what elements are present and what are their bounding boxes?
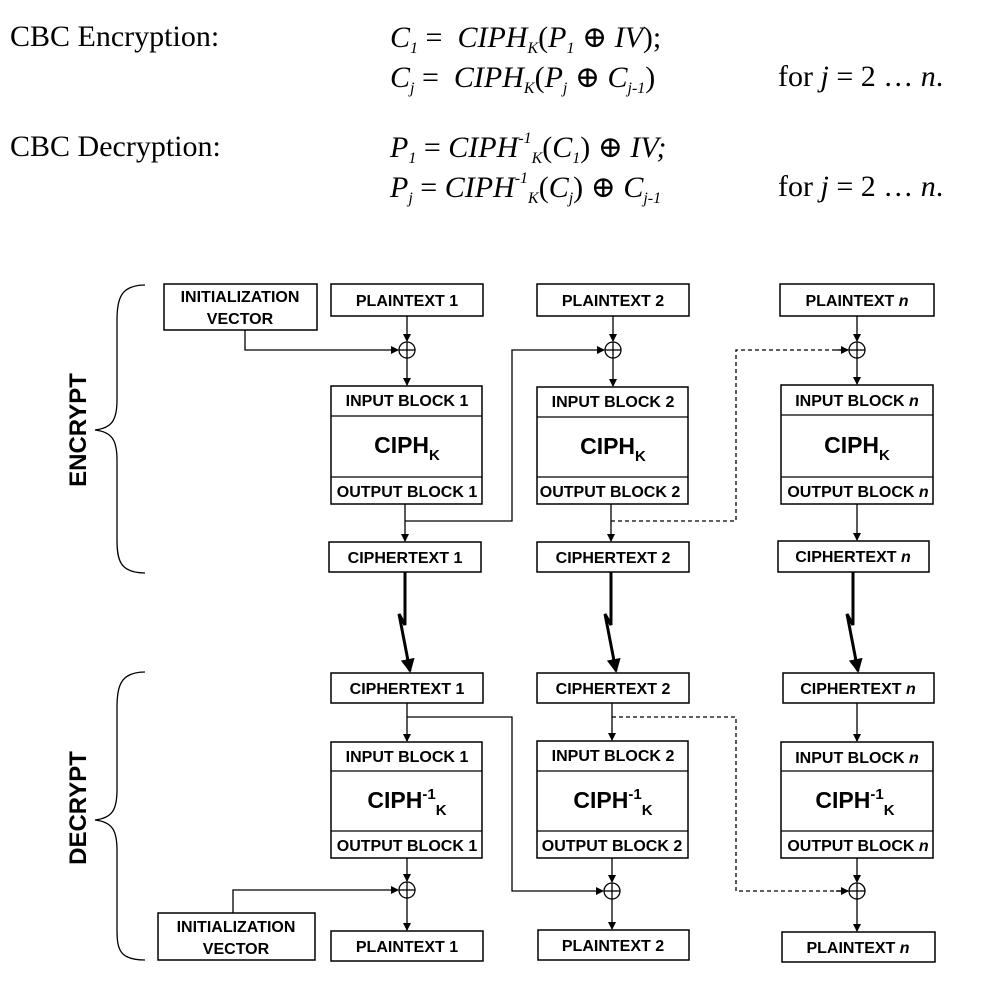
- ciphertext-2-encrypt: CIPHERTEXT 2: [556, 550, 671, 567]
- iv-box-encrypt: [163, 283, 318, 331]
- ciphertext-2-box-encrypt: [536, 541, 690, 573]
- chain-dec-1-2: [407, 716, 604, 895]
- iv-box-decrypt: [157, 912, 316, 961]
- encrypt-brace: [94, 284, 146, 574]
- transmit-arrow-n: [845, 572, 863, 673]
- svg-text:CIPH-1K: CIPH-1K: [573, 786, 652, 819]
- svg-text:INPUT BLOCK 1: INPUT BLOCK 1: [346, 393, 469, 410]
- iv-encrypt-line1: INITIALIZATION: [181, 289, 300, 306]
- encryption-formula-1: C1 = CIPHK(P1 ⊕ IV);: [390, 21, 662, 57]
- svg-text:OUTPUT BLOCK 1: OUTPUT BLOCK 1: [337, 838, 478, 855]
- ciphertext-1-box-encrypt: [328, 541, 482, 573]
- cbc-decryption-label: CBC Decryption:: [10, 130, 221, 163]
- svg-text:CIPHK: CIPHK: [580, 433, 646, 465]
- xor-decrypt-1: [398, 881, 416, 899]
- xor-decrypt-2: [603, 882, 621, 900]
- chain-dec-2-n: [612, 716, 848, 892]
- cipher-block-encrypt-2: INPUT BLOCK 2 CIPHK OUTPUT BLOCK 2: [536, 386, 689, 505]
- plaintext-1-encrypt: PLAINTEXT 1: [356, 293, 458, 310]
- plaintext-1-box-decrypt: [330, 930, 484, 962]
- plaintext-1-decrypt: PLAINTEXT 1: [356, 939, 458, 956]
- arrow-iv-xor1: [244, 330, 399, 354]
- cbc-encryption-label: CBC Encryption:: [10, 20, 220, 53]
- chain-enc-2-n: [611, 349, 848, 522]
- svg-text:INPUT BLOCK n: INPUT BLOCK n: [795, 750, 919, 767]
- ciphertext-n-decrypt: CIPHERTEXT n: [800, 681, 916, 698]
- cipher-block-decrypt-n: INPUT BLOCK n CIPH-1K OUTPUT BLOCK n: [780, 741, 934, 859]
- svg-text:OUTPUT BLOCK 2: OUTPUT BLOCK 2: [540, 484, 681, 501]
- ciphertext-n-box-encrypt: [777, 540, 930, 573]
- svg-text:OUTPUT BLOCK n: OUTPUT BLOCK n: [787, 838, 929, 855]
- decrypt-label: DECRYPT: [65, 751, 92, 865]
- encryption-formula-j: Cj = CIPHK(Pj ⊕ Cj-1): [390, 61, 656, 97]
- cipher-block-encrypt-1: INPUT BLOCK 1 CIPHK OUTPUT BLOCK 1: [330, 385, 483, 505]
- ciphertext-2-box-decrypt: [536, 672, 690, 704]
- chain-enc-1-2: [405, 346, 605, 522]
- plaintext-n-decrypt: PLAINTEXT n: [806, 940, 909, 957]
- svg-text:OUTPUT BLOCK 2: OUTPUT BLOCK 2: [542, 838, 683, 855]
- transmit-arrow-1: [397, 572, 415, 673]
- plaintext-n-box-encrypt: [779, 283, 935, 317]
- svg-text:CIPH-1K: CIPH-1K: [367, 786, 446, 819]
- iv-decrypt-line2: VECTOR: [203, 941, 270, 958]
- plaintext-1-box-encrypt: [330, 283, 484, 317]
- decrypt-brace: [94, 671, 146, 961]
- svg-text:INPUT BLOCK 2: INPUT BLOCK 2: [552, 748, 675, 765]
- arrow-iv-dxor1: [232, 886, 399, 913]
- svg-text:CIPHK: CIPHK: [374, 432, 440, 464]
- cipher-block-decrypt-2: INPUT BLOCK 2 CIPH-1K OUTPUT BLOCK 2: [536, 740, 689, 859]
- svg-text:CIPH-1K: CIPH-1K: [815, 786, 894, 819]
- decryption-range: for j = 2 … n.: [778, 170, 944, 203]
- cipher-block-decrypt-1: INPUT BLOCK 1 CIPH-1K OUTPUT BLOCK 1: [330, 741, 483, 859]
- svg-text:INPUT BLOCK 1: INPUT BLOCK 1: [346, 749, 469, 766]
- cipher-block-encrypt-n: INPUT BLOCK n CIPHK OUTPUT BLOCK n: [780, 384, 934, 505]
- svg-text:OUTPUT BLOCK 1: OUTPUT BLOCK 1: [337, 484, 478, 501]
- svg-text:INPUT BLOCK 2: INPUT BLOCK 2: [552, 394, 675, 411]
- xor-decrypt-n: [848, 882, 866, 900]
- xor-encrypt-1: [398, 341, 416, 359]
- plaintext-n-box-decrypt: [781, 931, 936, 963]
- plaintext-n-encrypt: PLAINTEXT n: [805, 293, 908, 310]
- ciphertext-n-box-decrypt: [782, 672, 935, 704]
- plaintext-2-decrypt: PLAINTEXT 2: [562, 938, 664, 955]
- ciphertext-1-decrypt: CIPHERTEXT 1: [350, 681, 465, 698]
- svg-text:INPUT BLOCK n: INPUT BLOCK n: [795, 393, 919, 410]
- encryption-range: for j = 2 … n.: [778, 60, 944, 93]
- ciphertext-2-decrypt: CIPHERTEXT 2: [556, 681, 671, 698]
- decryption-formula-1: P1 = CIPH-1K(C1) ⊕ IV;: [390, 130, 667, 167]
- plaintext-2-encrypt: PLAINTEXT 2: [562, 293, 664, 310]
- ciphertext-1-encrypt: CIPHERTEXT 1: [348, 550, 463, 567]
- decryption-formula-j: Pj = CIPH-1K(Cj) ⊕ Cj-1: [390, 170, 662, 207]
- svg-text:CIPHK: CIPHK: [824, 432, 890, 464]
- plaintext-2-box-decrypt: [537, 929, 690, 961]
- iv-decrypt-line1: INITIALIZATION: [177, 919, 296, 936]
- iv-encrypt-line2: VECTOR: [207, 311, 274, 328]
- transmit-arrow-2: [603, 572, 621, 673]
- xor-encrypt-2: [604, 341, 622, 359]
- svg-text:OUTPUT BLOCK n: OUTPUT BLOCK n: [787, 484, 929, 501]
- ciphertext-n-encrypt: CIPHERTEXT n: [795, 549, 911, 566]
- encrypt-label: ENCRYPT: [65, 373, 92, 487]
- xor-encrypt-n: [848, 341, 866, 359]
